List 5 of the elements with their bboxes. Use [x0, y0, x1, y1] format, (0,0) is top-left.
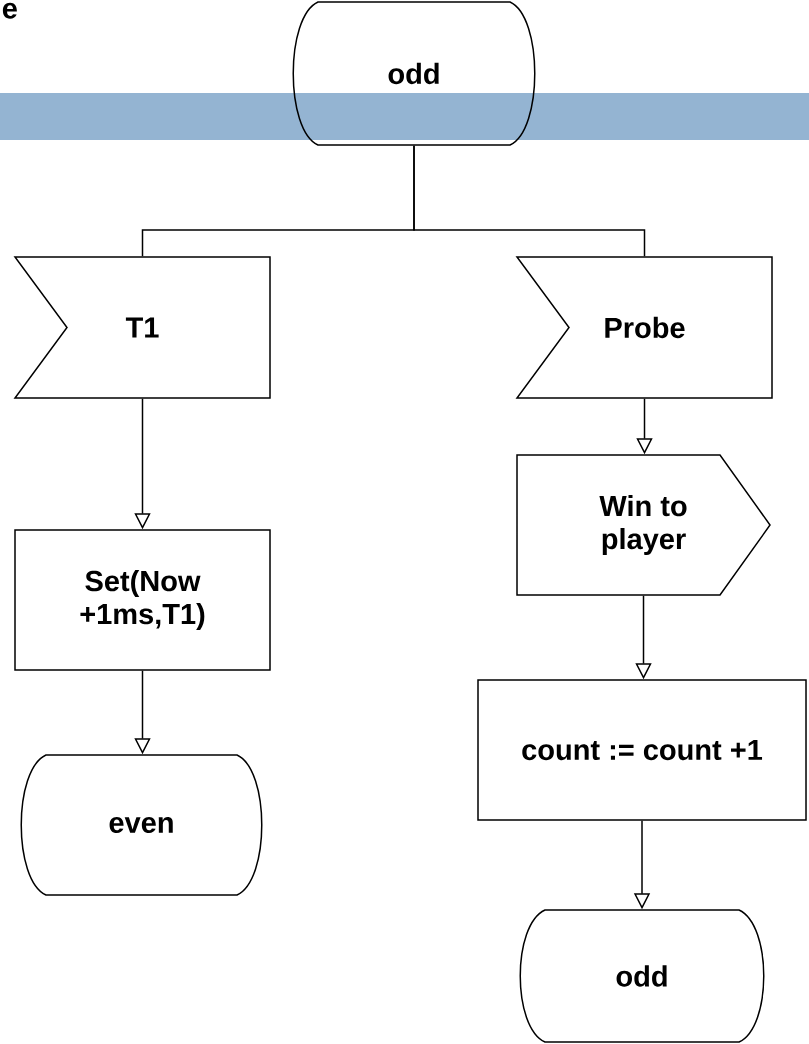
- connector-line: [413, 145, 646, 257]
- heading-text: e: [2, 2, 17, 19]
- task-box: Set(Now +1ms,T1): [14, 529, 271, 671]
- band: [0, 93, 809, 140]
- task-box: count := count +1: [477, 679, 807, 821]
